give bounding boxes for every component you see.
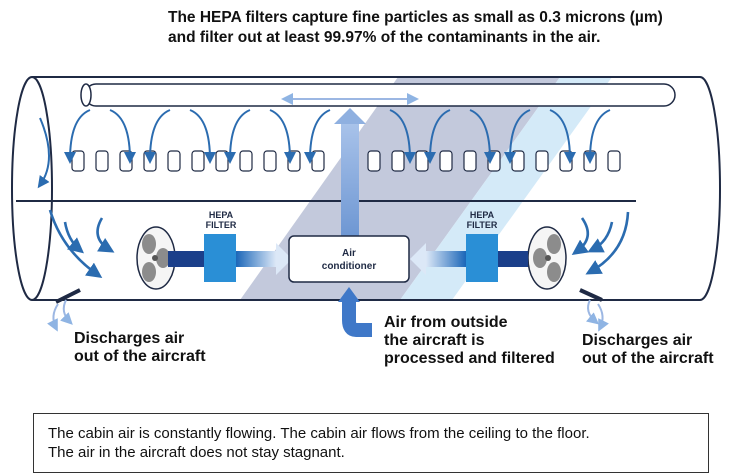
- ceiling-airflow-arrow: [144, 109, 171, 164]
- headline: The HEPA filters capture fine particles …: [168, 8, 738, 48]
- air-conditioner-label-1: Air: [342, 248, 356, 259]
- ceiling-airflow-arrow: [469, 109, 496, 164]
- cabin-window: [239, 150, 253, 172]
- discharge-right-line-2: out of the aircraft: [582, 350, 714, 367]
- discharge-left-line-1: Discharges air: [74, 330, 185, 347]
- cabin-window: [511, 150, 525, 172]
- cabin-window: [71, 150, 85, 172]
- left-filter-block: [204, 234, 236, 282]
- discharge-right-line-1: Discharges air: [582, 332, 693, 349]
- fan-left-icon: [136, 226, 176, 290]
- headline-line-1: The HEPA filters capture fine particles …: [168, 9, 663, 26]
- lower-airflow-arrows: [37, 117, 630, 278]
- ceiling-airflow-arrow: [584, 109, 611, 164]
- cabin-window: [167, 150, 181, 172]
- cabin-window: [95, 150, 109, 172]
- fan-right-icon: [527, 226, 567, 290]
- cabin-window: [439, 150, 453, 172]
- right-filter-block: [466, 234, 498, 282]
- ceiling-airflow-arrow: [549, 109, 576, 164]
- hepa-filter-left: HEPA FILTER: [168, 210, 292, 282]
- discharge-left-label: Discharges air out of the aircraft: [74, 330, 206, 366]
- note-line-2: The air in the aircraft does not stay st…: [48, 444, 345, 461]
- cabin-window: [215, 150, 229, 172]
- outside-air-line-1: Air from outside: [384, 314, 508, 331]
- cabin-window: [391, 150, 405, 172]
- ceiling-airflow-arrows: [64, 109, 611, 164]
- right-flow-arrowhead: [410, 243, 426, 275]
- cabin-window: [607, 150, 621, 172]
- ceiling-airflow-arrow: [424, 109, 451, 164]
- air-conditioner: Air conditioner: [288, 235, 410, 283]
- ceiling-airflow-arrow: [189, 109, 216, 164]
- discharge-left-line-2: out of the aircraft: [74, 348, 206, 365]
- hepa-left-label-1: HEPA: [209, 210, 234, 220]
- ceiling-airflow-arrow: [109, 109, 136, 164]
- ceiling-airflow-arrow: [504, 109, 531, 164]
- ceiling-airflow-arrow: [269, 109, 296, 164]
- right-duct: [498, 251, 528, 267]
- cabin-window: [263, 150, 277, 172]
- ceiling-airflow-arrow: [389, 109, 416, 164]
- ceiling-airflow-arrow: [224, 109, 251, 164]
- fuselage-outline: [11, 76, 721, 301]
- hepa-filter-right: HEPA FILTER: [410, 210, 528, 282]
- left-duct: [168, 251, 204, 267]
- hepa-left-label-2: FILTER: [206, 220, 237, 230]
- outside-air-line-2: the aircraft is: [384, 332, 485, 349]
- ceiling-airflow-arrow: [64, 109, 91, 164]
- note-line-1: The cabin air is constantly flowing. The…: [48, 425, 590, 442]
- left-flow-arrowhead: [276, 243, 292, 275]
- cabin-window: [191, 150, 205, 172]
- light-blue-band: [400, 77, 612, 300]
- outside-air-label: Air from outside the aircraft is process…: [384, 314, 555, 368]
- cabin-window: [463, 150, 477, 172]
- cabin-window: [535, 150, 549, 172]
- cabin-air-note: The cabin air is constantly flowing. The…: [33, 413, 709, 473]
- headline-line-2: and filter out at least 99.97% of the co…: [168, 29, 601, 46]
- cabin-window: [367, 150, 381, 172]
- cabin-window: [415, 150, 429, 172]
- duct-feed-arrows: [281, 93, 419, 236]
- discharge-vents: [47, 288, 609, 332]
- air-conditioner-label-2: conditioner: [322, 261, 377, 272]
- outside-air-line-3: processed and filtered: [384, 350, 555, 367]
- hepa-right-label-2: FILTER: [467, 220, 498, 230]
- ceiling-duct: [80, 83, 676, 107]
- hepa-right-label-1: HEPA: [470, 210, 495, 220]
- cabin-window: [311, 150, 325, 172]
- ceiling-airflow-arrow: [304, 109, 331, 164]
- discharge-right-label: Discharges air out of the aircraft: [582, 332, 714, 368]
- outside-air-intake-arrow: [338, 287, 372, 337]
